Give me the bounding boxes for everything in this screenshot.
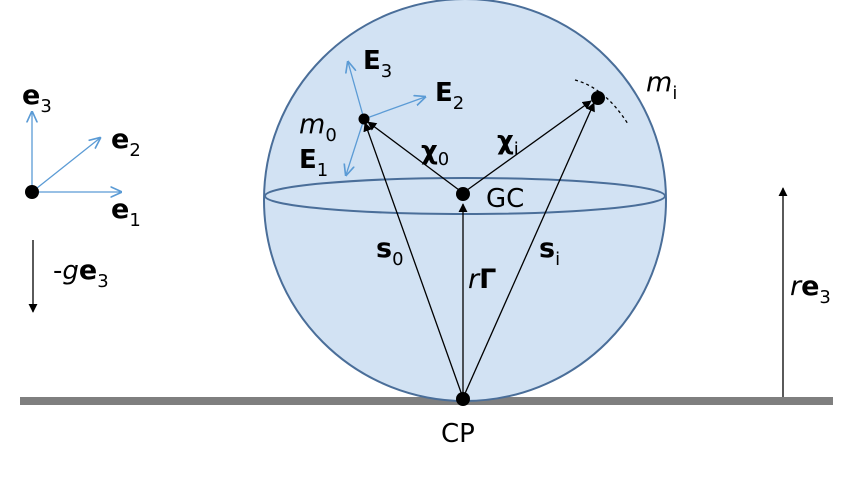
rGamma-label: rΓ	[468, 264, 496, 295]
chii-label: χi	[497, 126, 519, 160]
height-label: re3	[790, 271, 831, 308]
gravity-label: -ge3	[53, 255, 109, 292]
frame-origin-point	[25, 185, 39, 199]
cp-label: CP	[441, 419, 475, 449]
mi-point	[591, 91, 605, 105]
ground-plane	[20, 397, 833, 405]
m0-point	[358, 113, 370, 125]
s0-vector	[363, 122, 464, 399]
si-label: si	[539, 233, 560, 270]
e2-label: e2	[111, 124, 141, 161]
gc-point	[456, 187, 470, 201]
chi0-vector	[367, 121, 464, 194]
equator-ellipse	[264, 177, 666, 215]
e3-label: e3	[22, 80, 52, 117]
mi-label: mi	[646, 67, 677, 104]
E2-arrow	[363, 97, 425, 120]
cp-point	[456, 392, 470, 406]
e1-label: e1	[111, 194, 141, 231]
s0-label: s0	[376, 233, 404, 270]
chii-vector	[462, 100, 592, 194]
si-vector	[462, 102, 595, 399]
E1-label: E1	[299, 145, 328, 181]
E3-label: E3	[363, 46, 392, 82]
gc-label: GC	[486, 184, 524, 214]
m0-label: m0	[299, 109, 337, 146]
E2-label: E2	[435, 78, 464, 114]
chi0-label: χ0	[421, 136, 449, 170]
E3-arrow	[348, 62, 365, 120]
E1-arrow	[346, 118, 365, 175]
frame-e2-arrow	[31, 138, 100, 193]
